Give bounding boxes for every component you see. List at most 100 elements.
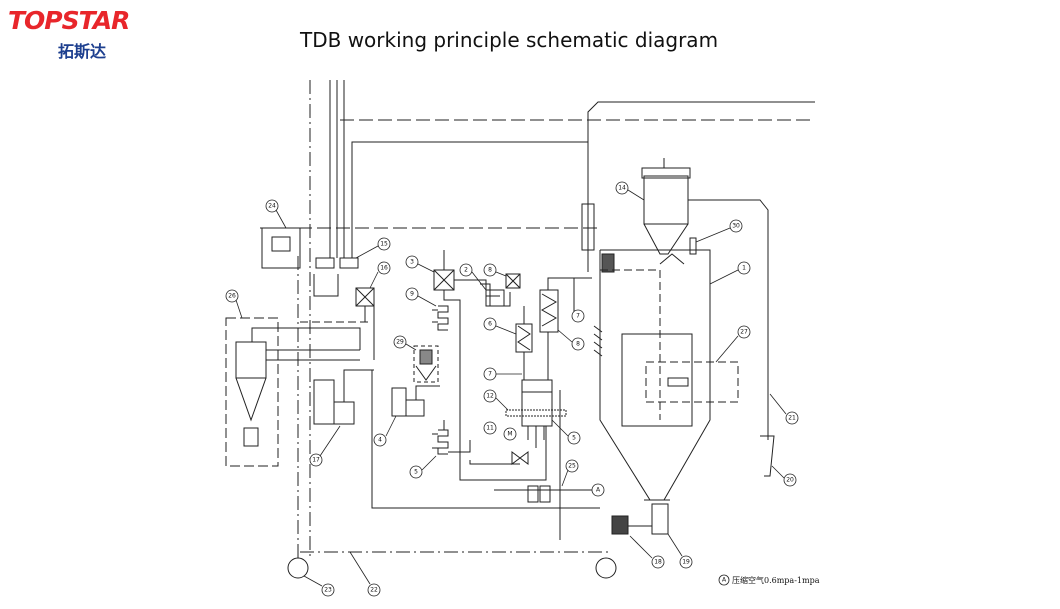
label-21: 21: [785, 411, 799, 425]
label-15: 15: [377, 237, 391, 251]
label-26: 26: [225, 289, 239, 303]
component-19-outlet: [651, 503, 669, 535]
label-7: 7: [483, 367, 497, 381]
component-check-valve: [511, 451, 529, 465]
svg-text:25: 25: [568, 463, 576, 470]
label-22: 22: [367, 583, 381, 597]
label-27: 27: [737, 325, 751, 339]
svg-text:7: 7: [576, 313, 580, 320]
svg-text:7: 7: [488, 371, 492, 378]
legend-text: 压缩空气0.6mpa-1mpa: [732, 575, 820, 585]
label-3: 3: [405, 255, 419, 269]
component-15-valve-b: [339, 257, 359, 269]
component-14-loader: [643, 175, 689, 225]
component-30-sensor: [689, 237, 697, 255]
label-17: 17: [309, 453, 323, 467]
component-26-frame: [225, 317, 279, 467]
component-23-wheel-right: [595, 557, 617, 579]
label-A: A: [591, 483, 605, 497]
component-15-valve-a: [315, 257, 335, 269]
label-25: 25: [565, 459, 579, 473]
svg-text:1: 1: [742, 265, 746, 272]
pipe-17-up: [343, 369, 374, 402]
component-8-cartridge: [539, 289, 559, 333]
component-17-motor: [313, 379, 335, 425]
component-4-pump: [405, 399, 425, 417]
legend: A 压缩空气0.6mpa-1mpa: [718, 574, 820, 586]
legend-marker-circle: [718, 574, 730, 586]
svg-text:19: 19: [682, 559, 690, 566]
component-29-block: [419, 349, 433, 365]
label-1: 1: [737, 261, 751, 275]
component-8-box: [505, 273, 521, 289]
component-27-probe: [667, 377, 689, 387]
component-5-column: [521, 379, 553, 427]
label-29: 29: [393, 335, 407, 349]
component-air-valve-b: [539, 485, 551, 503]
component-air-valve-a: [527, 485, 539, 503]
svg-text:2: 2: [464, 267, 468, 274]
component-10-sightglass: [581, 203, 595, 251]
diagram-title: TDB working principle schematic diagram: [300, 28, 719, 52]
label-9: 9: [405, 287, 419, 301]
svg-text:15: 15: [380, 241, 388, 248]
pipe-14-return: [688, 199, 769, 440]
label-5-left: 5: [409, 465, 423, 479]
component-24-screen: [271, 236, 291, 252]
label-14: 14: [615, 181, 629, 195]
svg-text:27: 27: [740, 329, 748, 336]
topstar-logo: TOPSTAR 拓斯达: [8, 6, 148, 62]
label-2: 2: [459, 263, 473, 277]
label-19: 19: [679, 555, 693, 569]
label-6: 6: [483, 317, 497, 331]
component-26-cone: [235, 377, 267, 422]
label-7-right: 7: [571, 309, 585, 323]
svg-text:26: 26: [228, 293, 236, 300]
svg-text:5: 5: [414, 469, 418, 476]
svg-text:M: M: [507, 431, 512, 438]
svg-text:20: 20: [786, 477, 794, 484]
svg-text:9: 9: [410, 291, 414, 298]
component-18-valve: [611, 515, 629, 535]
svg-text:A: A: [596, 487, 601, 494]
pipe-top-right: [587, 101, 815, 250]
svg-text:5: 5: [572, 435, 576, 442]
component-9-heater: [437, 305, 449, 331]
pipe-top-feed: [351, 141, 588, 258]
label-motor-M: M: [503, 427, 517, 441]
label-11: 11: [483, 421, 497, 435]
label-24: 24: [265, 199, 279, 213]
svg-text:11: 11: [486, 425, 494, 432]
label-23: 23: [321, 583, 335, 597]
component-5-heater: [437, 429, 449, 455]
logo-brand-text: TOPSTAR: [8, 6, 130, 35]
component-14-cone: [643, 223, 689, 255]
component-26-body: [235, 341, 267, 379]
component-4-motor: [391, 387, 407, 417]
svg-text:24: 24: [268, 203, 276, 210]
component-15-bracket: [313, 274, 339, 297]
component-23-wheel-left: [287, 557, 309, 579]
pipe-loop-a: [443, 290, 547, 481]
svg-text:23: 23: [324, 587, 332, 594]
label-16: 16: [377, 261, 391, 275]
label-5-right: 5: [567, 431, 581, 445]
svg-text:6: 6: [488, 321, 492, 328]
pipe-26-top: [251, 327, 361, 350]
component-10-valve: [601, 253, 615, 273]
component-24-box: [261, 227, 301, 269]
svg-text:18: 18: [654, 559, 662, 566]
label-30-top: 30: [729, 219, 743, 233]
label-12: 12: [483, 389, 497, 403]
svg-text:4: 4: [378, 437, 382, 444]
component-1-hopper: [599, 249, 711, 501]
component-14-lid: [641, 167, 691, 179]
svg-text:12: 12: [486, 393, 494, 400]
label-8-top: 8: [483, 263, 497, 277]
component-27-probe-zone: [645, 361, 739, 403]
svg-text:8: 8: [576, 341, 580, 348]
pipe-3-right: [454, 279, 500, 297]
svg-text:17: 17: [312, 457, 320, 464]
svg-text:21: 21: [788, 415, 796, 422]
component-13-gear: [505, 409, 567, 417]
